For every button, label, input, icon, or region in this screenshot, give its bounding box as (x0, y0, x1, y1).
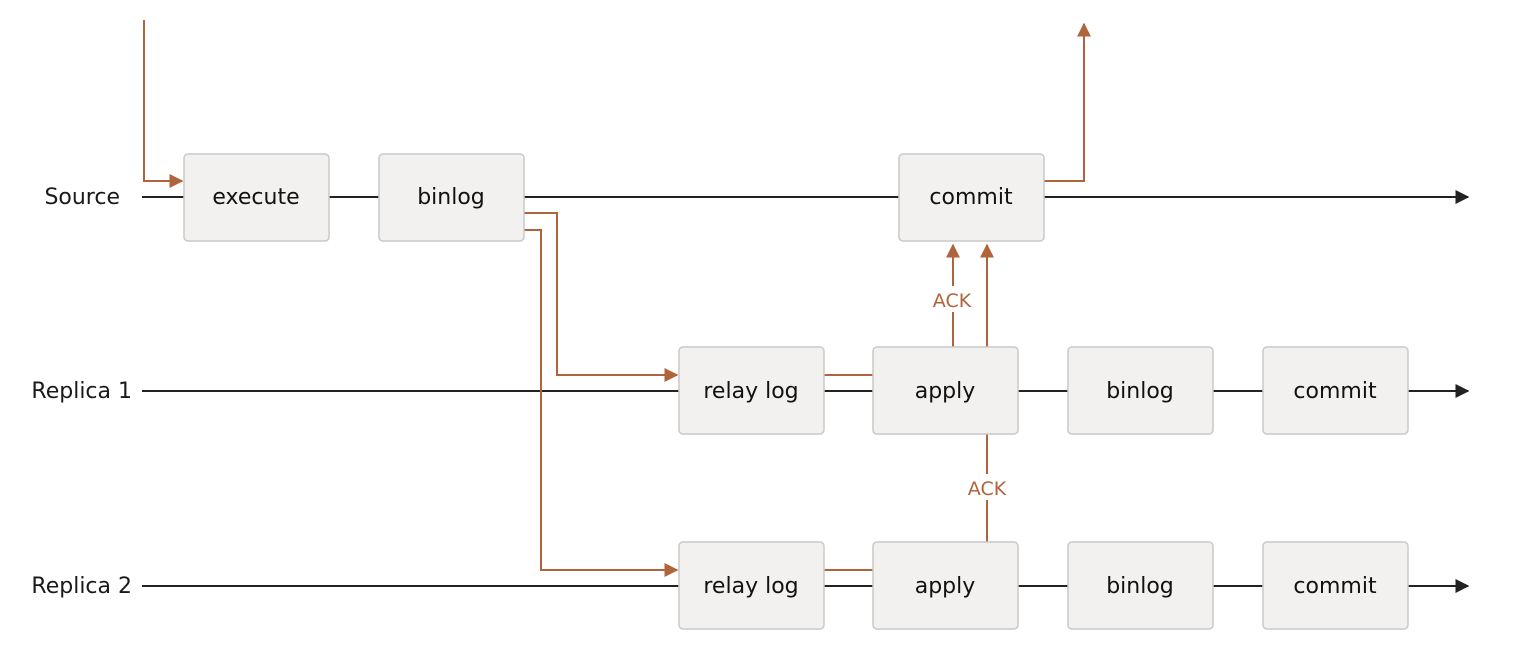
step-label: apply (915, 574, 976, 599)
replica2-step-apply: apply (872, 541, 1019, 630)
step-label: commit (929, 185, 1013, 210)
replica1-step-apply: apply (872, 346, 1019, 435)
lane-label-replica-2: Replica 2 (31, 574, 132, 599)
commit-response-arrow (1044, 22, 1091, 182)
lane-label-replica-1: Replica 1 (31, 379, 132, 404)
binlog-to-replica2-arrow (524, 229, 679, 577)
replica2-step-relay-log: relay log (678, 541, 825, 630)
replica1-step-relay-log: relay log (678, 346, 825, 435)
step-label: relay log (703, 379, 798, 404)
step-label: execute (212, 185, 299, 210)
step-label: relay log (703, 574, 798, 599)
replica2-step-commit: commit (1262, 541, 1409, 630)
step-label: binlog (417, 185, 485, 210)
step-label: binlog (1106, 574, 1174, 599)
ack-label-replica2: ACK (968, 478, 1007, 500)
source-step-execute: execute (183, 153, 330, 242)
replica1-step-binlog: binlog (1067, 346, 1214, 435)
step-label: binlog (1106, 379, 1174, 404)
lane-label-source: Source (44, 185, 120, 210)
binlog-to-replica1-arrow (524, 212, 679, 382)
step-label: commit (1293, 574, 1377, 599)
incoming-request-arrow (143, 20, 184, 188)
source-step-commit: commit (898, 153, 1045, 242)
ack-label-replica1: ACK (933, 290, 972, 312)
replica2-step-binlog: binlog (1067, 541, 1214, 630)
ack-labels: ACK ACK (926, 286, 1014, 500)
step-label: commit (1293, 379, 1377, 404)
lane-labels: Source Replica 1 Replica 2 (31, 185, 132, 599)
replica1-step-commit: commit (1262, 346, 1409, 435)
source-step-binlog: binlog (378, 153, 525, 242)
step-label: apply (915, 379, 976, 404)
